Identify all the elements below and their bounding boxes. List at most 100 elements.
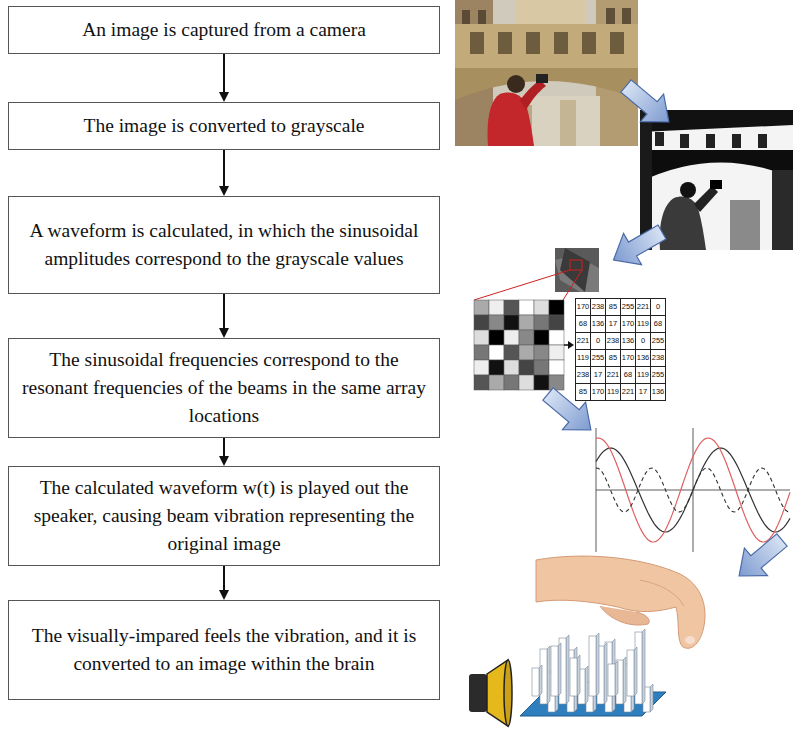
pixel-cell — [534, 375, 549, 390]
beam — [558, 643, 561, 696]
value-table: 1702388525522106813617170119682210238136… — [575, 298, 666, 401]
table-cell: 17 — [606, 316, 621, 333]
beam — [642, 629, 645, 704]
beam — [604, 643, 607, 704]
flow-connector — [219, 438, 229, 466]
beam — [532, 668, 539, 696]
pixel-cell — [549, 345, 564, 360]
pixel-cell — [504, 345, 519, 360]
pixel-cell — [489, 360, 504, 375]
flow-connector — [219, 294, 229, 338]
table-cell: 255 — [591, 350, 606, 367]
image-detail — [570, 260, 582, 270]
process-box: The calculated waveform w(t) is played o… — [8, 466, 440, 566]
beam — [539, 665, 542, 696]
connector-line — [223, 438, 225, 458]
grayscale-photo — [758, 134, 767, 148]
flow-arrow — [605, 216, 671, 275]
pixel-cell — [489, 315, 504, 330]
beam — [596, 633, 599, 696]
process-box: An image is captured from a camera — [8, 6, 440, 54]
pixel-cell — [549, 330, 564, 345]
pixel-cell — [504, 375, 519, 390]
table-cell: 238 — [651, 350, 666, 367]
pixel-cell — [474, 345, 489, 360]
pixel-cell — [504, 300, 519, 315]
beam — [616, 660, 623, 704]
pixel-cell — [474, 300, 489, 315]
beam — [559, 638, 566, 704]
table-cell: 0 — [651, 299, 666, 316]
color-photo — [498, 32, 512, 54]
waveform-plot — [596, 428, 597, 552]
box-text: A waveform is calculated, in which the s… — [19, 217, 429, 273]
connector-line — [223, 294, 225, 330]
beam — [615, 661, 618, 696]
grayscale-photo — [730, 200, 760, 250]
color-photo — [526, 32, 540, 54]
color-photo — [622, 8, 631, 24]
beam-array — [520, 629, 666, 716]
table-cell: 85 — [606, 350, 621, 367]
grayscale-photo — [640, 110, 793, 250]
pixel-cell — [519, 345, 534, 360]
table-cell: 136 — [621, 333, 636, 350]
grayscale-photo — [732, 134, 741, 148]
box-text: The sinusoidal frequencies correspond to… — [19, 346, 429, 430]
box-text: An image is captured from a camera — [82, 16, 366, 44]
grayscale-photo — [694, 186, 718, 212]
pixel-cell — [504, 315, 519, 330]
table-cell: 0 — [591, 333, 606, 350]
pixel-cell — [489, 330, 504, 345]
table-cell: 221 — [636, 299, 651, 316]
hand — [536, 556, 705, 648]
table-cell: 119 — [636, 316, 651, 333]
table-cell: 85 — [606, 299, 621, 316]
table-cell: 68 — [576, 316, 591, 333]
beam — [635, 632, 642, 704]
beam — [585, 666, 588, 704]
table-cell: 238 — [591, 299, 606, 316]
color-photo — [610, 32, 624, 54]
sine-curve — [596, 448, 790, 532]
color-photo — [455, 0, 638, 146]
flow-arrow — [728, 526, 794, 590]
sine-curve — [596, 468, 790, 512]
pixel-grid — [474, 300, 564, 390]
hand — [685, 636, 695, 644]
flow-connector — [219, 566, 229, 600]
table-cell: 17 — [636, 384, 651, 401]
color-photo — [554, 32, 568, 54]
flow-arrow — [728, 526, 794, 590]
grid-arrow — [564, 341, 574, 349]
beam — [634, 647, 637, 696]
color-photo — [582, 32, 596, 54]
pixel-cell — [519, 330, 534, 345]
pixel-cell — [489, 300, 504, 315]
flow-connector — [219, 150, 229, 196]
connector-line — [223, 150, 225, 188]
table-cell: 238 — [606, 333, 621, 350]
pixel-cell — [489, 345, 504, 360]
box-text: The calculated waveform w(t) is played o… — [19, 474, 429, 558]
beam — [627, 650, 634, 696]
beam — [577, 655, 580, 696]
flow-arrow — [605, 216, 671, 275]
pixel-cell — [534, 300, 549, 315]
beam-array — [532, 629, 653, 712]
connector-line — [223, 566, 225, 592]
connector-line — [223, 54, 225, 94]
table-cell: 136 — [591, 316, 606, 333]
pixel-cell — [519, 360, 534, 375]
beam — [566, 635, 569, 704]
pixel-cell — [534, 330, 549, 345]
image-detail — [563, 270, 582, 300]
grayscale-photo — [706, 134, 715, 148]
pixel-cell — [549, 300, 564, 315]
pixel-cell — [504, 360, 519, 375]
process-box: The sinusoidal frequencies correspond to… — [8, 338, 440, 438]
pixel-cell — [534, 315, 549, 330]
box-text: The image is converted to grayscale — [83, 112, 364, 140]
flow-connector — [219, 54, 229, 102]
image-detail — [560, 248, 590, 292]
